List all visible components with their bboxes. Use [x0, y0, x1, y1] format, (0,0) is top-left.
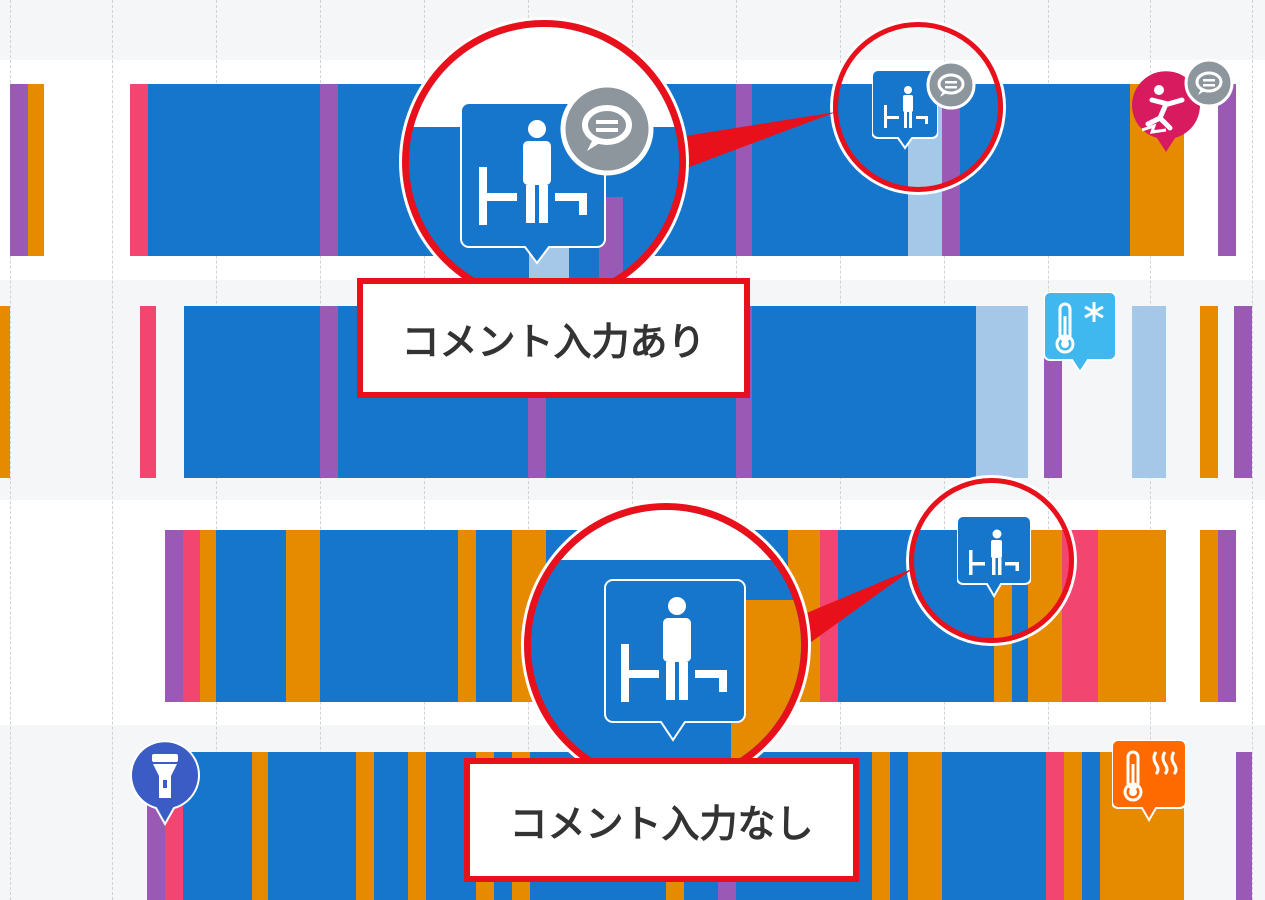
activity-segment-purple	[10, 84, 28, 256]
activity-segment-light-blue	[976, 306, 1028, 478]
activity-segment-blue	[268, 752, 356, 900]
activity-segment-blue	[890, 752, 908, 900]
comment-badge	[1184, 58, 1234, 108]
fall-icon	[1132, 71, 1200, 152]
activity-segment-blue	[476, 530, 512, 702]
cold-temperature-marker[interactable]	[1044, 292, 1116, 376]
gridline	[1252, 0, 1253, 900]
activity-segment-orange	[356, 752, 374, 900]
activity-segment-orange	[286, 530, 320, 702]
activity-segment-orange	[408, 752, 426, 900]
activity-segment-blue	[1082, 752, 1100, 900]
flashlight-icon	[130, 740, 200, 826]
activity-segment-orange	[1200, 530, 1218, 702]
activity-segment-orange	[1064, 752, 1082, 900]
activity-segment-purple	[1218, 530, 1236, 702]
flashlight-marker[interactable]	[128, 740, 202, 826]
zoom-with-comment	[402, 20, 686, 304]
activity-segment-blue	[752, 306, 976, 478]
hot-temperature-marker[interactable]	[1112, 740, 1186, 824]
activity-segment-blue	[374, 752, 408, 900]
fall-marker[interactable]	[1130, 70, 1202, 154]
activity-segment-pink	[1046, 752, 1064, 900]
comment-icon	[1184, 58, 1234, 108]
activity-segment-blue	[942, 752, 1046, 900]
gridline	[10, 0, 11, 900]
cold-thermometer-icon	[1044, 292, 1116, 374]
activity-segment-pink	[140, 306, 156, 478]
activity-segment-blue	[184, 306, 320, 478]
highlight-ring	[909, 478, 1074, 643]
activity-segment-purple	[1218, 84, 1236, 256]
activity-segment-pink	[183, 530, 200, 702]
zoom-without-comment	[524, 503, 808, 787]
zoomed-toilet-icon	[409, 27, 679, 297]
gridline	[112, 0, 113, 900]
activity-segment-purple	[320, 306, 338, 478]
hot-thermometer-icon	[1112, 740, 1186, 822]
zoomed-toilet-icon	[531, 510, 801, 780]
activity-segment-purple	[320, 84, 338, 256]
activity-segment-orange	[1098, 530, 1166, 702]
activity-segment-purple	[165, 530, 183, 702]
activity-segment-orange	[0, 306, 10, 478]
activity-segment-blue	[148, 84, 320, 256]
activity-segment-orange	[458, 530, 476, 702]
activity-segment-light-blue	[1132, 306, 1166, 478]
callout-with-comment: コメント入力あり	[357, 278, 750, 398]
activity-segment-purple	[1236, 752, 1252, 900]
activity-segment-pink	[130, 84, 148, 256]
activity-segment-orange	[1200, 306, 1218, 478]
activity-segment-orange	[908, 752, 942, 900]
pointer-top	[660, 112, 836, 172]
pointer-bottom	[790, 568, 914, 650]
activity-segment-orange	[28, 84, 44, 256]
callout-without-comment: コメント入力なし	[464, 758, 859, 882]
activity-segment-orange	[872, 752, 890, 900]
activity-segment-orange	[200, 530, 216, 702]
activity-segment-blue	[216, 530, 286, 702]
activity-segment-blue	[320, 530, 458, 702]
activity-segment-orange	[252, 752, 268, 900]
activity-segment-purple	[1234, 306, 1252, 478]
highlight-ring	[833, 22, 1003, 192]
